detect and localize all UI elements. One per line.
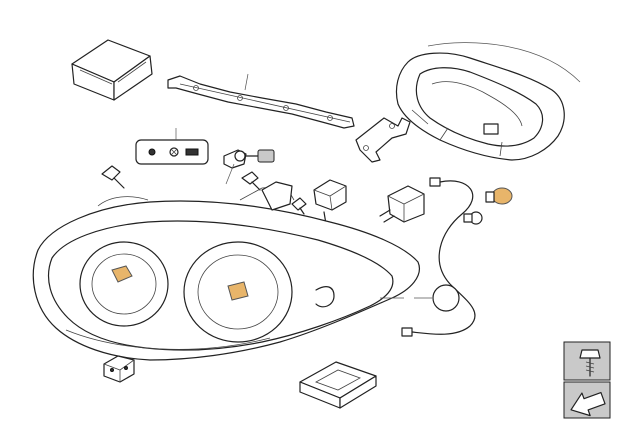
bulb <box>223 149 275 185</box>
bulb-set <box>135 128 209 165</box>
adjuster-motor <box>313 179 347 225</box>
box-package <box>71 39 153 101</box>
cable-harness <box>401 177 476 337</box>
bracket <box>355 117 411 163</box>
mounting-rail <box>167 73 355 129</box>
screw <box>101 165 307 215</box>
cover-cap <box>414 284 460 312</box>
headlight-housing-frame <box>395 42 581 161</box>
igniter-module <box>379 185 425 223</box>
indicator-bulb <box>463 187 513 225</box>
control-unit <box>299 361 377 409</box>
arrow-icon <box>563 381 611 419</box>
headlight-assembly <box>32 181 420 361</box>
bolt-icon <box>563 341 611 381</box>
connector-plug <box>103 355 135 383</box>
